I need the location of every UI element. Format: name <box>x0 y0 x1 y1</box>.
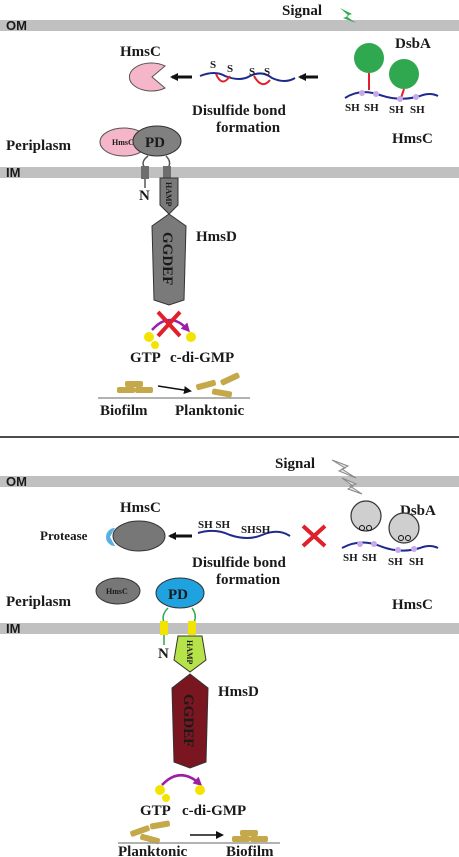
planktonic-label-bottom: Planktonic <box>118 844 188 857</box>
hamp-label-bottom: HAMP <box>185 640 194 665</box>
sh-bottom-4: SH <box>409 556 424 568</box>
red-x-icon <box>156 310 182 338</box>
im-label-top: IM <box>6 165 20 180</box>
lightning-bolt-icon <box>331 459 357 479</box>
periplasm-label-top: Periplasm <box>6 138 71 154</box>
lightning-bolt-icon <box>340 8 356 23</box>
gtp-label-bottom: GTP <box>140 803 171 819</box>
dsba-protein-2-bottom <box>388 512 420 544</box>
sh-bottom-3: SH <box>388 556 403 568</box>
signal-label-bottom: Signal <box>275 456 315 472</box>
disulfide-line1-top: Disulfide bond <box>192 103 286 119</box>
sh-bottom-2: SH <box>362 552 377 564</box>
hmsd-label-bottom: HmsD <box>218 684 259 700</box>
hmsc-label-right-bottom: HmsC <box>392 597 433 613</box>
n-terminus-top: N <box>139 188 150 204</box>
gtp-label-top: GTP <box>130 350 161 366</box>
hmsc-chain-middle-top <box>199 72 296 82</box>
gtp-molecule-bottom <box>155 785 165 795</box>
hmsc-label-right-top: HmsC <box>392 131 433 147</box>
dsba-label-top: DsbA <box>395 36 431 52</box>
dsba-protein-2-top <box>389 59 419 89</box>
protease-icon <box>106 528 115 546</box>
hmsc-chain-middle-bottom <box>197 529 291 539</box>
ggdef-domain-bottom <box>171 673 209 769</box>
disulfide-line2-bottom: formation <box>216 572 281 588</box>
chain-sh-a-bottom: SH SH <box>198 519 231 531</box>
pd-label-top: PD <box>145 135 165 151</box>
s-label-1-top: S <box>210 59 216 71</box>
sh-bottom-1: SH <box>343 552 358 564</box>
sh-top-4: SH <box>410 104 425 116</box>
inner-membrane-bottom <box>0 623 459 634</box>
n-terminus-bottom: N <box>158 646 169 662</box>
disulfide-line2-top: formation <box>216 120 281 136</box>
sh-top-3: SH <box>389 104 404 116</box>
im-label-bottom: IM <box>6 621 20 636</box>
hmsc-bound-label-top: HmsC <box>112 138 134 147</box>
hmsc-oxidized-shape-top <box>128 62 166 92</box>
bottom-panel: OM Signal DsbA SH SH SH SH HmsC SH SH SH… <box>0 456 459 857</box>
top-panel: OM Signal DsbA SH SH SH SH HmsC S S S S … <box>0 3 459 419</box>
cdigmp-label-bottom: c-di-GMP <box>182 803 246 819</box>
red-x-icon <box>301 524 327 548</box>
ggdef-label-top: GGDEF <box>159 232 175 285</box>
hmsc-chain-right-bottom <box>341 541 439 552</box>
inner-membrane-top <box>0 167 459 178</box>
dsba-protein-1-bottom <box>350 500 382 532</box>
pd-domain-top <box>132 125 182 157</box>
sh-top-2: SH <box>364 102 379 114</box>
hamp-domain-top <box>159 177 179 215</box>
pd-label-bottom: PD <box>168 587 188 603</box>
om-label-bottom: OM <box>6 474 27 489</box>
s-label-2-top: S <box>227 63 233 75</box>
biofilm-label-bottom: Biofilm <box>226 844 274 857</box>
ggdef-domain-top <box>151 213 187 306</box>
protease-label: Protease <box>40 528 88 543</box>
pd-domain-bottom <box>155 577 205 609</box>
outer-membrane-top <box>0 20 459 31</box>
periplasm-label-bottom: Periplasm <box>6 594 71 610</box>
sh-top-1: SH <box>345 102 360 114</box>
hamp-domain-bottom <box>173 635 207 673</box>
chain-sh-b-bottom: SHSH <box>241 524 271 536</box>
ggdef-label-bottom: GGDEF <box>180 694 196 747</box>
outer-membrane-bottom <box>0 476 459 487</box>
hmsc-free-bottom <box>95 577 141 605</box>
om-label-top: OM <box>6 18 27 33</box>
s-label-3-top: S <box>249 66 255 78</box>
cdigmp-label-top: c-di-GMP <box>170 350 234 366</box>
gtp-molecule-top <box>144 332 154 342</box>
cdigmp-molecule-bottom <box>195 785 205 795</box>
s-label-4-top: S <box>264 66 270 78</box>
hmsc-label-left-bottom: HmsC <box>120 500 161 516</box>
signal-label-top: Signal <box>282 3 322 19</box>
planktonic-label-top: Planktonic <box>175 403 245 419</box>
hmsc-chain-right-top <box>344 91 439 100</box>
hmsc-free-label-bottom: HmsC <box>106 587 128 596</box>
hamp-label-top: HAMP <box>164 182 173 207</box>
hmsc-label-left-top: HmsC <box>120 44 161 60</box>
hmsc-degraded-bottom <box>112 520 166 552</box>
biofilm-label-top: Biofilm <box>100 403 148 419</box>
dsba-protein-1-top <box>354 43 384 73</box>
cdigmp-molecule-top <box>186 332 196 342</box>
disulfide-line1-bottom: Disulfide bond <box>192 555 286 571</box>
hmsd-label-top: HmsD <box>196 229 237 245</box>
